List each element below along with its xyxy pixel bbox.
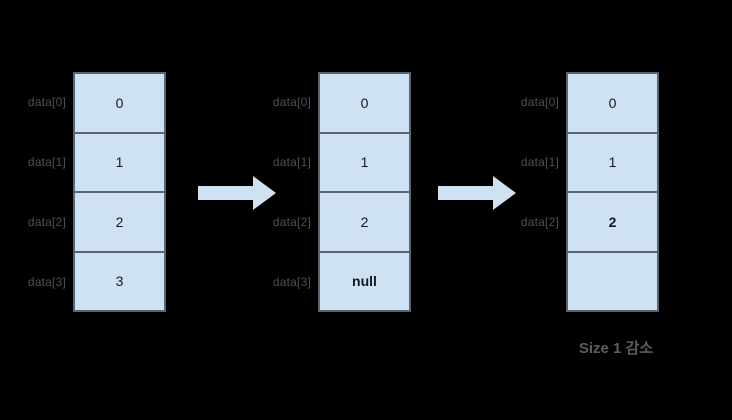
index-label-data1: data[1] xyxy=(520,155,559,169)
index-label-data1: data[1] xyxy=(27,155,66,169)
index-label-data0: data[0] xyxy=(27,95,66,109)
index-label-data2: data[2] xyxy=(272,215,311,229)
array-cell: 0 xyxy=(75,74,164,134)
array-cell: 1 xyxy=(320,134,409,193)
index-label-data1: data[1] xyxy=(272,155,311,169)
index-labels-column-2: data[0] data[1] data[2] data[3] xyxy=(249,72,311,312)
array-cell-empty xyxy=(568,253,657,311)
index-labels-column-3: data[0] data[1] data[2] xyxy=(497,72,559,312)
index-label-data0: data[0] xyxy=(520,95,559,109)
index-label-data2: data[2] xyxy=(520,215,559,229)
index-label-data3: data[3] xyxy=(272,275,311,289)
array-column-after-size-decrease: 0 1 2 xyxy=(566,72,659,312)
right-arrow-icon xyxy=(438,176,516,210)
array-cell: 0 xyxy=(320,74,409,134)
index-labels-column-1: data[0] data[1] data[2] data[3] xyxy=(4,72,66,312)
array-cell: 1 xyxy=(75,134,164,193)
index-label-data2: data[2] xyxy=(27,215,66,229)
array-column-after-null: 0 1 2 null xyxy=(318,72,411,312)
array-cell: 3 xyxy=(115,273,124,290)
array-cell-null: null xyxy=(352,273,377,290)
array-cell: 0 xyxy=(568,74,657,134)
size-decrease-caption: Size 1 감소 xyxy=(578,340,654,357)
index-label-data0: data[0] xyxy=(272,95,311,109)
array-cell-top: 2 xyxy=(568,193,657,253)
array-cell: 1 xyxy=(568,134,657,193)
index-label-data3: data[3] xyxy=(27,275,66,289)
right-arrow-icon xyxy=(198,176,276,210)
array-cell: 2 xyxy=(320,193,409,253)
array-column-before-pop: 0 1 2 3 xyxy=(73,72,166,312)
array-cell: 2 xyxy=(75,193,164,253)
